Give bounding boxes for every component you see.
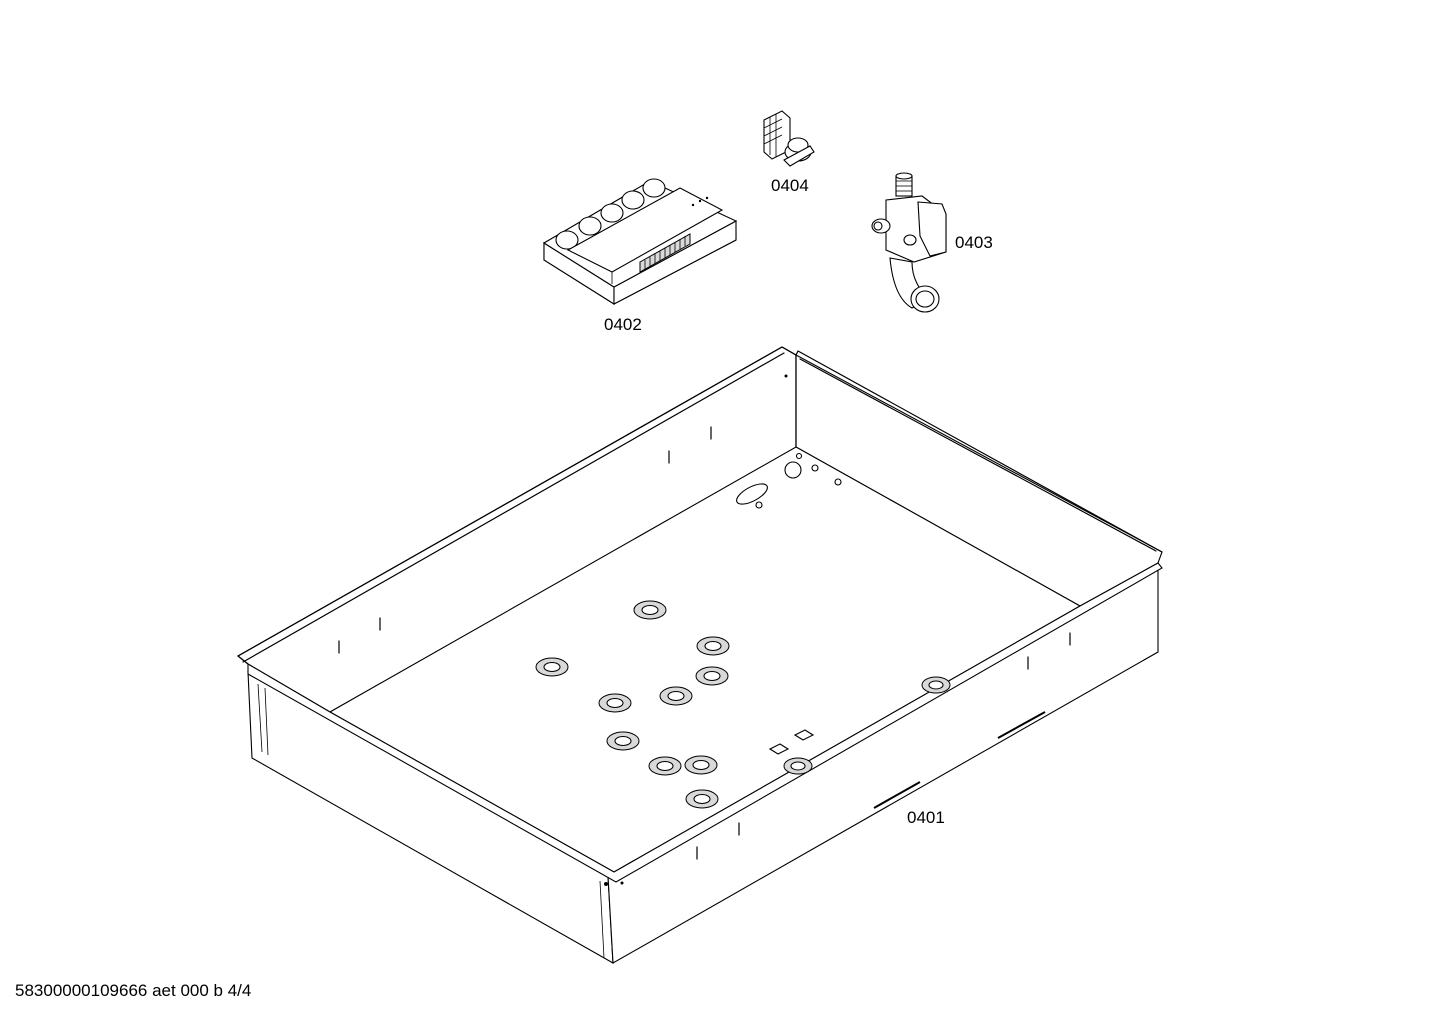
vent-grid	[639, 233, 691, 273]
floor-studs	[535, 600, 951, 809]
part-label-0403: 0403	[955, 233, 993, 252]
terminal-block-part-0404	[763, 110, 815, 167]
control-module-part-0402	[542, 178, 738, 305]
part-label-0404: 0404	[771, 176, 809, 195]
tray-part-0401	[237, 346, 1163, 964]
gas-valve-part-0403	[871, 172, 947, 313]
part-label-0401: 0401	[907, 808, 945, 827]
part-label-0402: 0402	[604, 315, 642, 334]
document-code: 58300000109666 aet 000 b 4/4	[15, 981, 252, 1000]
